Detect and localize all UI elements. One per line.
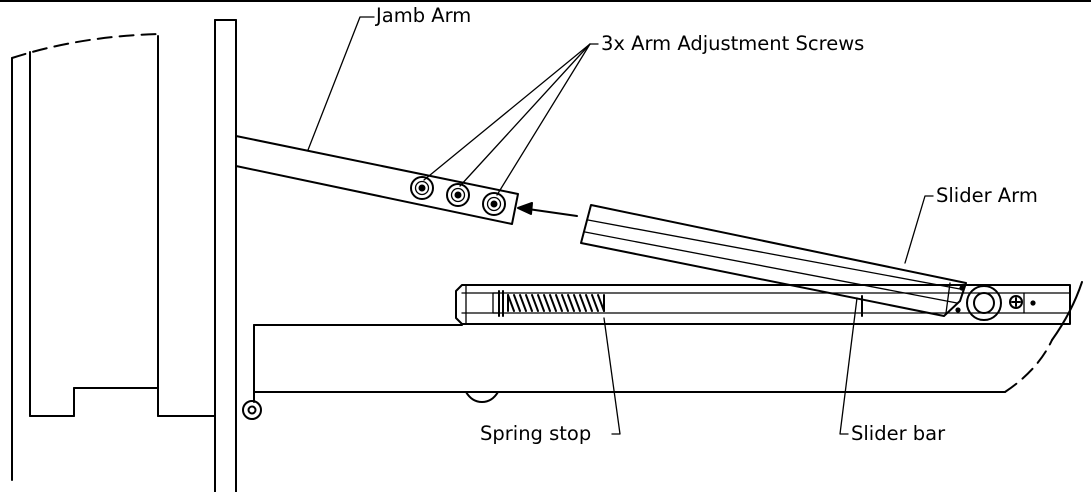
spring-coils <box>507 294 605 312</box>
lower-pivot <box>242 400 262 420</box>
slider-pivot-outer <box>966 285 1002 321</box>
assembly-arrow <box>517 202 578 217</box>
leader-lines <box>307 16 934 435</box>
leader-slider-arm <box>904 195 934 264</box>
label-spring-stop: Spring stop <box>480 422 592 445</box>
label-jamb-arm: Jamb Arm <box>376 4 472 27</box>
door-profile <box>11 19 237 493</box>
adjustment-screw-2 <box>446 183 470 207</box>
jamb-arm <box>235 135 519 225</box>
track-outline <box>455 284 1071 325</box>
end-screw <box>1009 295 1023 309</box>
slider-arm-outline <box>580 204 967 317</box>
door-arc-dashed <box>11 33 161 59</box>
leader-slider-bar <box>839 297 858 435</box>
slider-track <box>455 284 1071 325</box>
leader-screw-3 <box>496 43 591 196</box>
label-slider-arm: Slider Arm <box>936 184 1038 207</box>
jamb-arm-outline <box>235 135 519 225</box>
body-curve <box>1051 281 1083 341</box>
slider-pivot-inner <box>973 292 995 314</box>
label-slider-bar: Slider bar <box>851 422 946 445</box>
leader-screw-2 <box>459 43 591 187</box>
label-adjustment-screws: 3x Arm Adjustment Screws <box>601 32 865 55</box>
leader-spring-stop <box>603 317 621 435</box>
foot-pad <box>465 391 499 403</box>
adjustment-screw-1 <box>410 176 434 200</box>
leader-jamb-arm <box>307 16 375 151</box>
slider-arm <box>580 204 1002 321</box>
adjustment-screw-3 <box>482 192 506 216</box>
body-curve-dashed <box>1004 339 1053 393</box>
